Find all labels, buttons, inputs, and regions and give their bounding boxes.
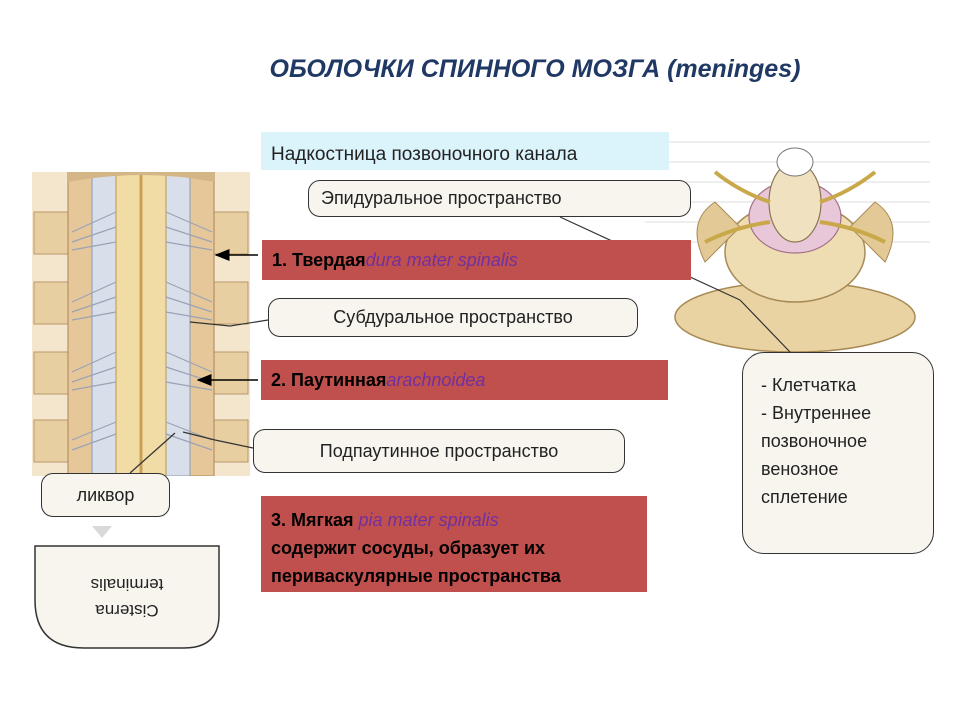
- epidural-contents-callout: - Клетчатка - Внутреннее позвоночное вен…: [742, 352, 934, 554]
- cisterna-line-1: Cisterna: [95, 601, 159, 620]
- pia-mater-latin: pia mater spinalis: [358, 510, 499, 530]
- cisterna-terminalis-shape: [34, 545, 220, 649]
- callout-line-3: позвоночное: [761, 431, 868, 451]
- pia-mater-label: 3. Мягкая pia mater spinalis содержит со…: [261, 496, 647, 592]
- cisterna-terminalis-label: Cisterna terminalis: [34, 545, 220, 649]
- liquor-text: ликвор: [76, 484, 135, 505]
- liquor-label: ликвор: [41, 473, 170, 517]
- pia-mater-line1: 3. Мягкая pia mater spinalis: [271, 506, 637, 534]
- arachnoid-label: 2. Паутинная arachnoidea: [261, 360, 668, 400]
- callout-line-4: венозное: [761, 459, 839, 479]
- pia-mater-prefix: 3. Мягкая: [271, 510, 359, 530]
- subarachnoid-space-text: Подпаутинное пространство: [319, 440, 559, 461]
- dura-mater-prefix: 1. Твердая: [272, 249, 366, 270]
- epidural-space-label: Эпидуральное пространство: [308, 180, 691, 217]
- arachnoid-prefix: 2. Паутинная: [271, 369, 387, 390]
- pia-mater-line2: содержит сосуды, образует их: [271, 538, 546, 558]
- epidural-space-text: Эпидуральное пространство: [321, 188, 562, 208]
- subdural-space-text: Субдуральное пространство: [333, 307, 573, 327]
- periosteum-label: Надкостница позвоночного канала: [261, 132, 669, 170]
- pia-mater-line3: периваскулярные пространства: [271, 566, 561, 586]
- callout-line-2: - Внутреннее: [761, 403, 872, 423]
- page-title: ОБОЛОЧКИ СПИННОГО МОЗГА (meninges): [269, 55, 801, 83]
- spinal-cord-illustration: [32, 172, 250, 476]
- cisterna-line-2: terminalis: [90, 575, 164, 594]
- arachnoid-latin: arachnoidea: [386, 369, 486, 390]
- callout-line-1: - Клетчатка: [761, 375, 857, 395]
- dura-mater-latin: dura mater spinalis: [365, 249, 518, 270]
- subarachnoid-space-label: Подпаутинное пространство: [253, 429, 625, 473]
- subdural-space-label: Субдуральное пространство: [268, 298, 638, 337]
- dura-mater-label: 1. Твердая dura mater spinalis: [262, 240, 691, 280]
- callout-line-5: сплетение: [761, 487, 848, 507]
